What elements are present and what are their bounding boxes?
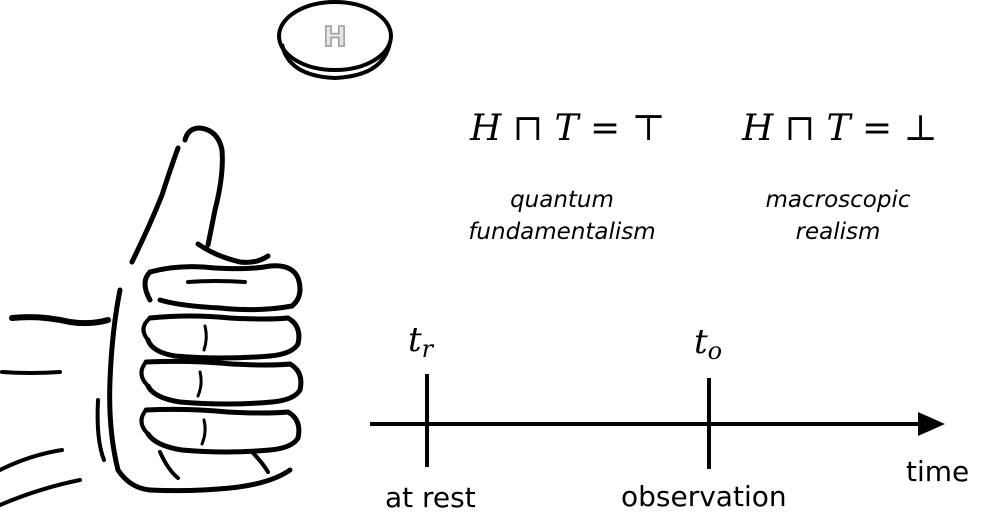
marker-rest-symbol-main: t xyxy=(408,320,422,360)
marker-rest-symbol-sub: r xyxy=(421,335,434,363)
formula-left: H ⊓ T = ⊤ xyxy=(470,108,665,149)
marker-rest-label: at rest xyxy=(385,481,476,514)
caption-right-line2: realism xyxy=(795,219,881,245)
formula-right-rhs: ⊥ xyxy=(903,108,938,149)
formula-left-lhs-b: T xyxy=(554,108,579,149)
marker-observation-symbol-main: t xyxy=(694,322,708,362)
arrow-head-icon xyxy=(918,412,945,436)
time-axis xyxy=(370,412,945,436)
marker-rest-symbol: tr xyxy=(408,320,433,363)
caption-right-line1: macroscopic xyxy=(765,187,911,213)
marker-observation-symbol: to xyxy=(694,322,722,365)
formula-right: H ⊓ T = ⊥ xyxy=(742,108,937,149)
caption-left-line2: fundamentalism xyxy=(468,219,656,245)
formula-right-lhs-b: T xyxy=(826,108,851,149)
caption-left-line1: quantum xyxy=(510,187,614,213)
formula-right-lhs-a: H xyxy=(742,108,774,149)
marker-observation-symbol-sub: o xyxy=(707,337,723,365)
formula-right-eq: = xyxy=(861,108,893,149)
formula-left-eq: = xyxy=(589,108,621,149)
coin-icon xyxy=(277,0,393,81)
time-axis-label: time xyxy=(906,455,970,488)
formula-right-op: ⊓ xyxy=(784,108,816,149)
caption-right: macroscopic realism xyxy=(718,184,958,248)
formula-left-op: ⊓ xyxy=(512,108,544,149)
formula-left-rhs: ⊤ xyxy=(631,108,666,149)
formula-left-lhs-a: H xyxy=(470,108,502,149)
marker-observation-label: observation xyxy=(621,480,787,513)
caption-left: quantum fundamentalism xyxy=(442,184,682,248)
thumbs-up-hand-icon xyxy=(0,125,304,507)
coin-letter: H xyxy=(323,20,346,53)
